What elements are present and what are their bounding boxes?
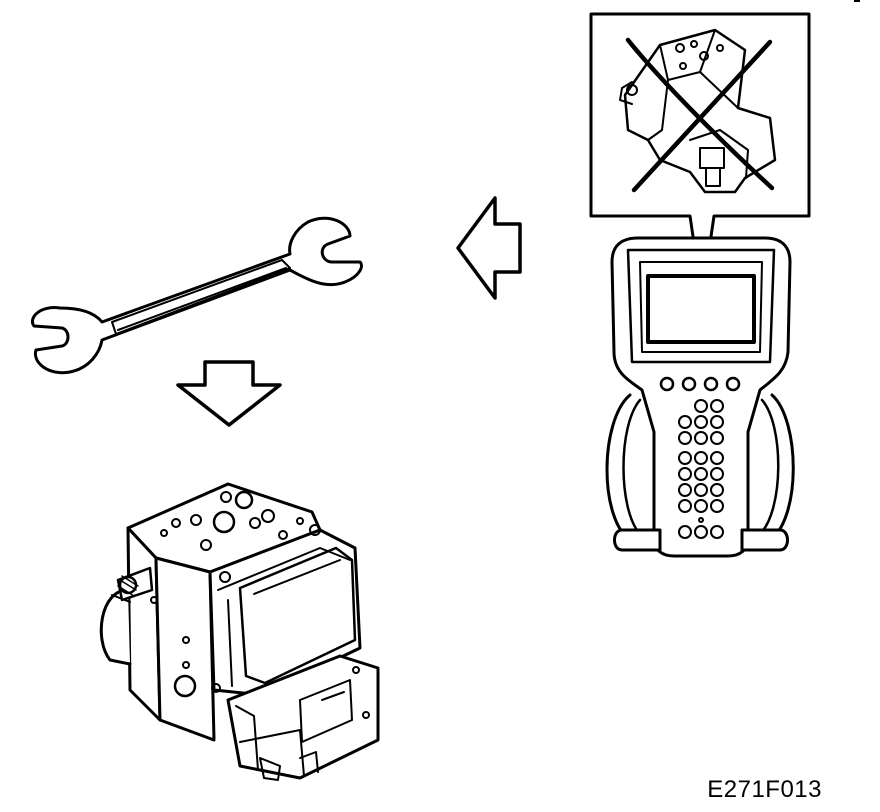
figure-code: E271F013 bbox=[707, 776, 822, 803]
arrow-left-icon bbox=[456, 196, 522, 300]
wrench-icon bbox=[31, 216, 363, 375]
scan-tool-icon bbox=[605, 236, 795, 558]
arrow-down-icon bbox=[176, 360, 282, 427]
corner-mark bbox=[854, 0, 860, 6]
crossed-out-control-module-icon bbox=[619, 28, 777, 194]
abs-modulator-unit-icon bbox=[99, 482, 380, 781]
